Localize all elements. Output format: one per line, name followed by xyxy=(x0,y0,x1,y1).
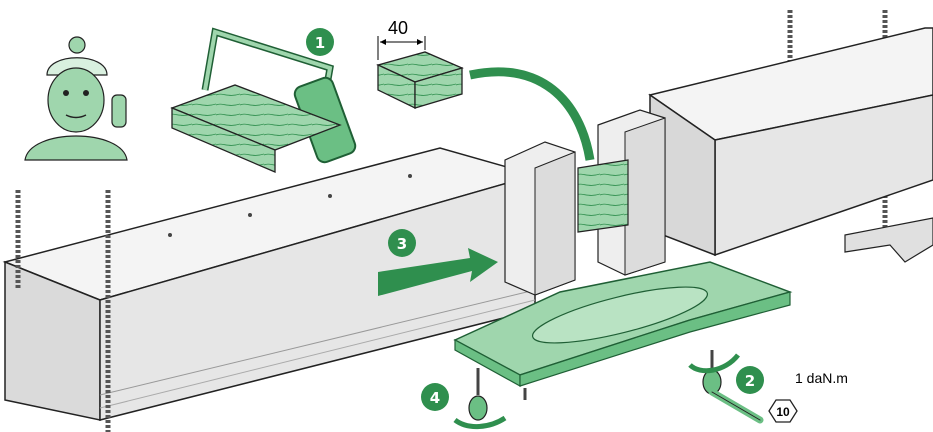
rotate-arrow-icon xyxy=(688,353,740,374)
joint-cover-plate xyxy=(453,261,793,388)
worker-thinking-icon xyxy=(24,36,128,161)
wood-plank-icon xyxy=(170,84,342,173)
busbar-housing-left xyxy=(2,147,538,421)
wood-block-inserted xyxy=(577,159,629,233)
step-2-number: 2 xyxy=(745,372,755,390)
wrench-size-badge: 10 xyxy=(768,399,798,423)
step-4-number: 4 xyxy=(430,389,440,407)
push-arrow-icon xyxy=(378,248,498,296)
step-4-badge: 4 xyxy=(421,383,449,411)
step-3-number: 3 xyxy=(397,235,407,253)
arrow-icon xyxy=(469,67,595,161)
step-1-number: 1 xyxy=(315,34,325,52)
busbar-housing-right xyxy=(648,27,933,263)
bolt-icon xyxy=(468,368,527,421)
connector-fins xyxy=(504,109,666,296)
torque-label: 1 daN.m xyxy=(795,370,848,386)
tighten-arrow-icon xyxy=(453,415,507,429)
step-2-badge: 2 xyxy=(736,366,764,394)
dimension-marker xyxy=(377,36,426,60)
wrench-size-label: 10 xyxy=(776,405,790,419)
wrench-icon xyxy=(702,350,764,424)
dimension-label: 40 xyxy=(388,18,408,38)
step-3-badge: 3 xyxy=(388,229,416,257)
step-1-badge: 1 xyxy=(306,28,334,56)
wood-block-icon xyxy=(376,51,464,110)
